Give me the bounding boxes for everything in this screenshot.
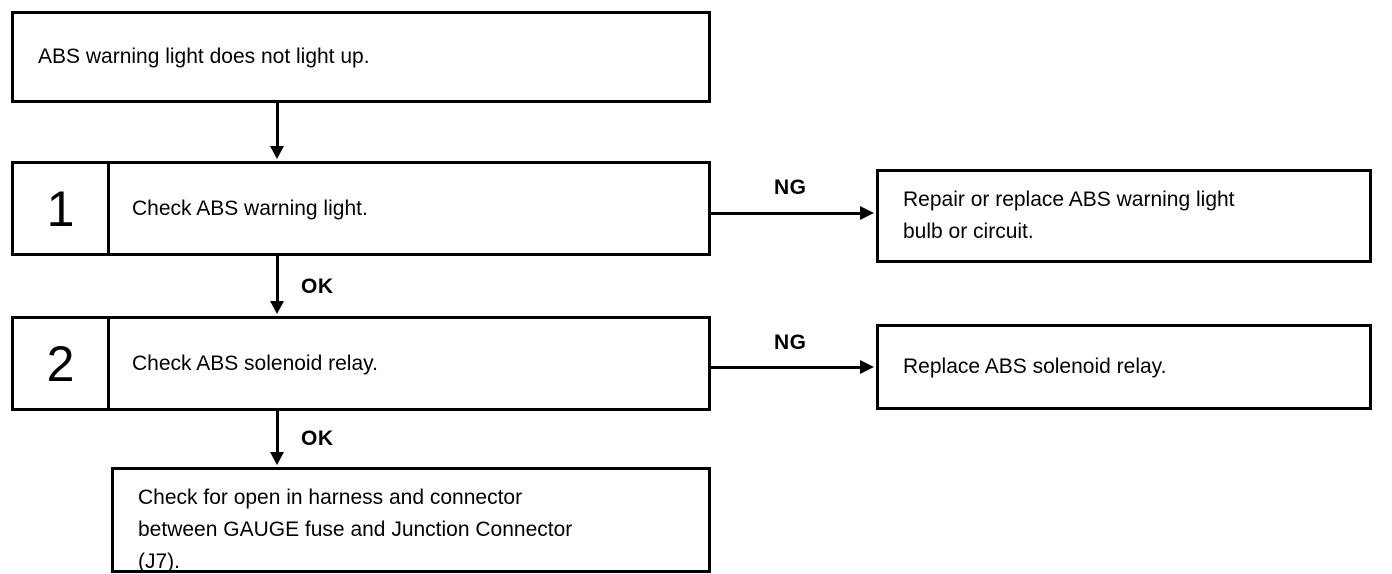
arrowhead-symptom-to-step1 [270, 146, 284, 159]
edge-label-step1-ok: OK [301, 275, 334, 298]
arrowhead-step2-ng [860, 360, 874, 374]
symptom-box: ABS warning light does not light up. [11, 11, 711, 103]
arrowhead-step2-to-final [270, 452, 284, 465]
edge-label-step1-ng: NG [774, 176, 807, 199]
step-2-label: Check ABS solenoid relay. [132, 351, 378, 375]
step-1-ng-result-text: Repair or replace ABS warning light bulb… [903, 188, 1235, 243]
step-2-ng-result-box: Replace ABS solenoid relay. [876, 324, 1372, 410]
step-2-box: 2 Check ABS solenoid relay. [11, 316, 711, 411]
step-1-number: 1 [14, 164, 110, 253]
connector-step2-ng [711, 366, 863, 369]
edge-label-step2-ok: OK [301, 427, 334, 450]
arrowhead-step1-to-step2 [270, 301, 284, 314]
step-2-ng-result-text: Replace ABS solenoid relay. [903, 355, 1167, 378]
step-1-ng-result-box: Repair or replace ABS warning light bulb… [876, 169, 1372, 263]
step-1-label: Check ABS warning light. [132, 196, 368, 220]
step-2-number: 2 [14, 319, 110, 408]
connector-step1-ng [711, 212, 863, 215]
connector-symptom-to-step1 [276, 103, 279, 148]
final-action-box: Check for open in harness and connector … [111, 467, 711, 573]
step-1-box: 1 Check ABS warning light. [11, 161, 711, 256]
connector-step2-to-final [276, 411, 279, 455]
connector-step1-to-step2 [276, 256, 279, 304]
final-action-text: Check for open in harness and connector … [138, 486, 573, 573]
edge-label-step2-ng: NG [774, 331, 807, 354]
symptom-text: ABS warning light does not light up. [38, 45, 370, 68]
arrowhead-step1-ng [860, 206, 874, 220]
